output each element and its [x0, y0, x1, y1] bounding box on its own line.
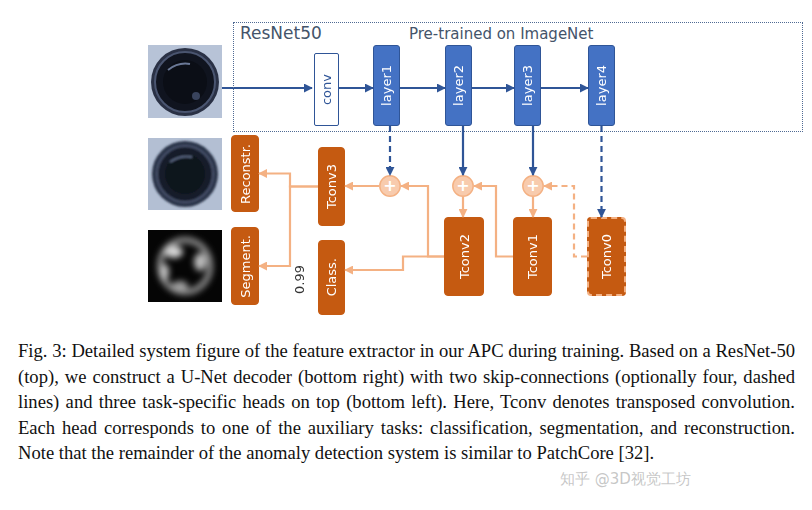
layer-block: layer4	[588, 45, 615, 126]
sum-symbol: +	[526, 178, 539, 194]
block-label: conv	[320, 74, 333, 105]
block-label: Segment.	[239, 235, 252, 298]
block-label: Tconv2	[458, 234, 471, 279]
layer-block: layer2	[445, 45, 472, 126]
block-label: layer4	[595, 65, 608, 106]
encoder-group: ResNet50 Pre-trained on ImageNet conv layer…	[233, 22, 803, 132]
data-flow-arrow	[339, 87, 373, 89]
sum-circle-shape	[453, 176, 473, 196]
data-flow-arrow	[462, 126, 464, 175]
sum-node: +	[379, 175, 401, 197]
sum-circle-shape	[380, 176, 400, 196]
segmentation-image	[148, 230, 222, 302]
group-subtitle: Pre-trained on ImageNet	[409, 26, 593, 43]
data-flow-arrow	[541, 87, 588, 89]
block-label: layer3	[521, 65, 534, 106]
conv-block: conv	[314, 53, 339, 126]
block-label: Tconv0	[600, 234, 613, 279]
head-block: Reconstr.	[231, 135, 259, 212]
decoder-block: Tconv1	[513, 217, 552, 296]
data-flow-arrow	[532, 126, 534, 175]
data-flow-arrow	[259, 187, 318, 267]
group-title: ResNet50	[240, 24, 322, 43]
head-block: Class.	[318, 240, 345, 315]
data-flow-arrow	[401, 186, 444, 257]
sum-symbol: +	[383, 178, 396, 194]
reconstruction-image	[148, 138, 222, 210]
data-flow-arrow	[532, 197, 534, 217]
block-label: Reconstr.	[239, 144, 252, 204]
block-label: Tconv1	[526, 234, 539, 279]
output-score: 0.99	[293, 265, 306, 294]
data-flow-arrow	[400, 87, 445, 89]
data-flow-arrow	[259, 174, 318, 187]
input-arrow	[222, 87, 312, 89]
decoder-block: Tconv3	[318, 147, 345, 226]
head-block: Segment.	[231, 227, 259, 305]
layer-block: layer1	[373, 45, 400, 126]
data-flow-arrow	[345, 185, 379, 187]
layer-block: layer3	[514, 45, 541, 126]
block-label: Tconv3	[325, 164, 338, 209]
block-label: layer1	[380, 65, 393, 106]
data-flow-arrow	[345, 257, 444, 271]
optional-skip-connection	[389, 126, 391, 175]
input-image	[148, 45, 222, 118]
data-flow-arrow	[462, 197, 464, 217]
sum-node: +	[452, 175, 474, 197]
decoder-block: Tconv2	[444, 217, 484, 296]
data-flow-arrow	[472, 87, 514, 89]
sum-node: +	[522, 175, 544, 197]
block-label: Class.	[325, 258, 338, 296]
block-label: layer2	[452, 65, 465, 106]
decoder-block: Tconv0	[587, 217, 626, 296]
sum-circle-shape	[523, 176, 543, 196]
watermark: 知乎 @3D视觉工坊	[560, 470, 691, 489]
figure-caption: Fig. 3: Detailed system figure of the fe…	[18, 338, 795, 466]
optional-skip-connection	[600, 126, 602, 217]
sum-symbol: +	[456, 178, 469, 194]
